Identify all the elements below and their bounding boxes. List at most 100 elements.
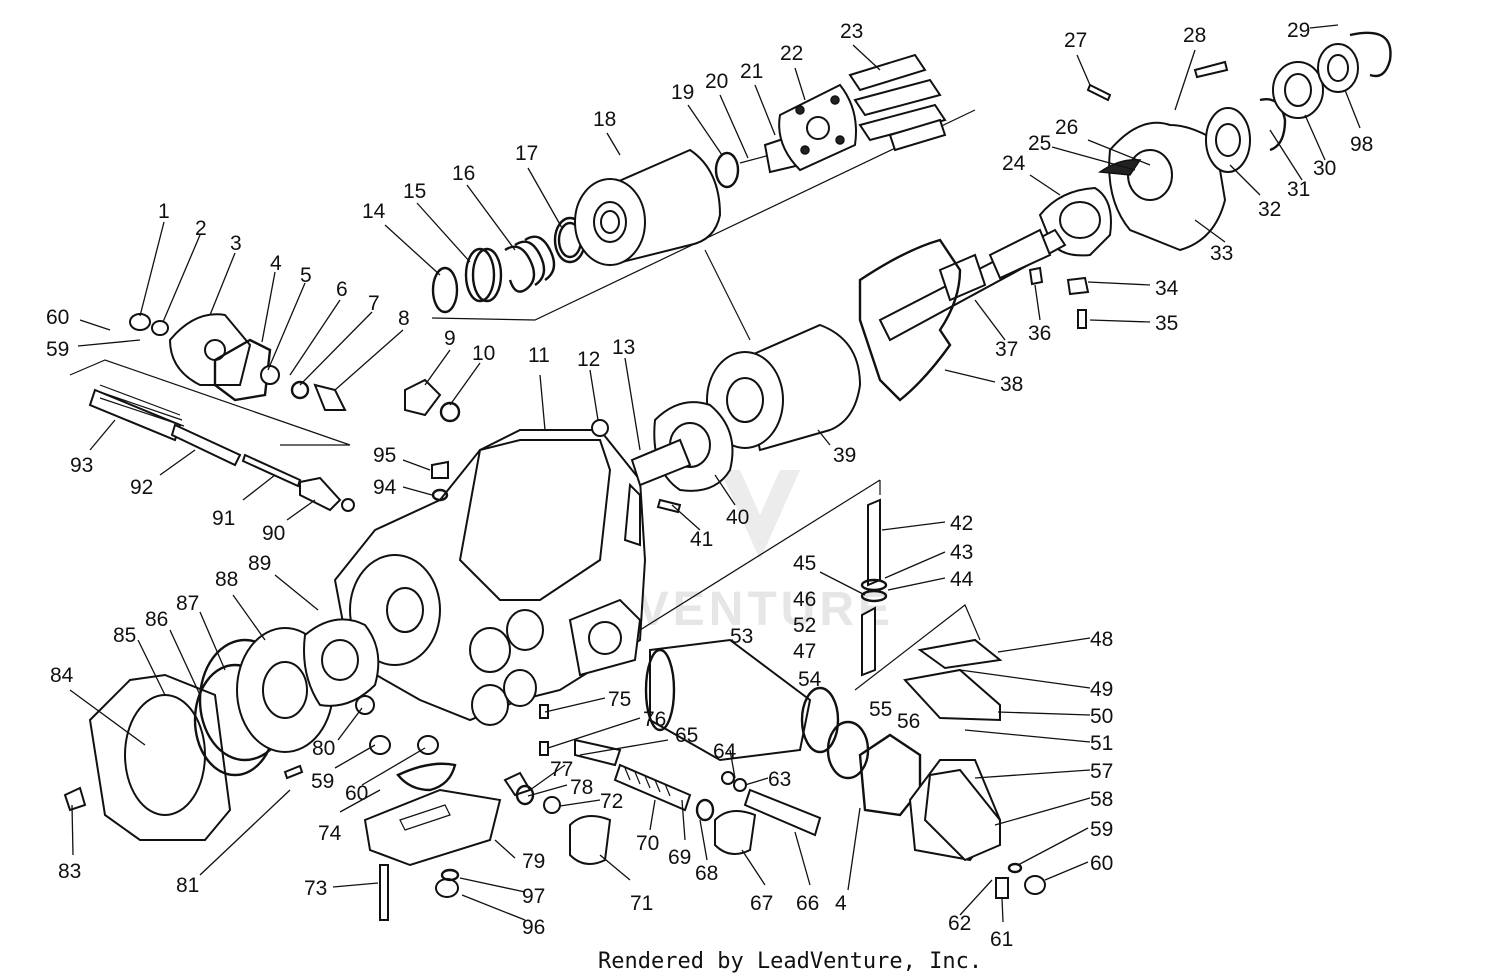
shaft-and-rotor — [630, 228, 1067, 492]
callout-74: 74 — [318, 822, 342, 845]
watermark-logo-icon — [720, 470, 800, 560]
callout-88: 88 — [215, 568, 238, 591]
callout-79: 79 — [522, 850, 545, 873]
callout-64: 64 — [713, 740, 737, 763]
callout-43: 43 — [950, 541, 973, 564]
callout-9: 9 — [444, 327, 456, 350]
callout-45: 45 — [793, 552, 816, 575]
end-cover-group — [63, 618, 439, 841]
callout-95: 95 — [373, 444, 396, 467]
callout-77: 77 — [550, 758, 573, 781]
callout-29: 29 — [1287, 19, 1310, 42]
callout-58: 58 — [1090, 788, 1113, 811]
callout-93: 93 — [70, 454, 93, 477]
leader-lines — [69, 24, 1361, 923]
callout-55: 55 — [869, 698, 892, 721]
callout-16: 16 — [452, 162, 475, 185]
group-bracket-left — [69, 359, 351, 446]
callout-61: 61 — [990, 928, 1013, 951]
callout-10: 10 — [472, 342, 495, 365]
callout-28: 28 — [1183, 24, 1206, 47]
callout-59-upper: 59 — [46, 338, 69, 361]
callout-85: 85 — [113, 624, 136, 647]
callout-60: 60 — [1090, 852, 1113, 875]
callout-56: 56 — [897, 710, 920, 733]
callout-84: 84 — [50, 664, 74, 687]
callout-17: 17 — [515, 142, 538, 165]
callout-3: 3 — [230, 232, 242, 255]
main-housing — [333, 429, 647, 726]
callout-12: 12 — [577, 348, 600, 371]
callout-75: 75 — [608, 688, 631, 711]
callout-63: 63 — [768, 768, 791, 791]
callout-40: 40 — [726, 506, 749, 529]
callout-36: 36 — [1028, 322, 1051, 345]
callout-32: 32 — [1258, 198, 1281, 221]
callout-57: 57 — [1090, 760, 1113, 783]
callout-labels: 1 2 3 4 5 6 7 8 9 10 11 12 13 14 15 16 1… — [46, 19, 1373, 951]
callout-13: 13 — [612, 336, 635, 359]
callout-7: 7 — [368, 292, 380, 315]
callout-25: 25 — [1028, 132, 1051, 155]
callout-6: 6 — [336, 278, 348, 301]
callout-72: 72 — [600, 790, 623, 813]
callout-52: 52 — [793, 614, 816, 637]
callout-80: 80 — [312, 737, 335, 760]
callout-50: 50 — [1090, 705, 1113, 728]
callout-60-lower: 60 — [345, 782, 368, 805]
callout-47: 47 — [793, 640, 816, 663]
callout-44: 44 — [950, 568, 974, 591]
callout-70: 70 — [636, 832, 659, 855]
callout-69: 69 — [668, 846, 691, 869]
callout-4-lower: 4 — [835, 892, 847, 915]
callout-1: 1 — [158, 200, 170, 223]
callout-11: 11 — [528, 344, 550, 367]
callout-5: 5 — [300, 264, 312, 287]
callout-98: 98 — [1350, 133, 1373, 156]
callout-96: 96 — [522, 916, 545, 939]
callout-2: 2 — [195, 217, 207, 240]
callout-48: 48 — [1090, 628, 1113, 651]
spring-rod-group — [88, 384, 355, 512]
callout-42: 42 — [950, 512, 973, 535]
callout-53: 53 — [730, 625, 753, 648]
callout-92: 92 — [130, 476, 153, 499]
callout-73: 73 — [304, 877, 327, 900]
lower-center-group — [363, 266, 1090, 921]
callout-59-lower: 59 — [311, 770, 334, 793]
callout-60-upper: 60 — [46, 306, 69, 329]
callout-78: 78 — [570, 776, 593, 799]
callout-71: 71 — [630, 892, 653, 915]
group-bracket-upper — [431, 109, 976, 321]
callout-81: 81 — [176, 874, 199, 897]
callout-38: 38 — [1000, 373, 1023, 396]
callout-54: 54 — [798, 668, 822, 691]
left-small-parts — [129, 313, 609, 437]
callout-34: 34 — [1155, 277, 1179, 300]
callout-30: 30 — [1313, 157, 1336, 180]
callout-19: 19 — [671, 81, 694, 104]
callout-14: 14 — [362, 200, 386, 223]
callout-89: 89 — [248, 552, 271, 575]
callout-35: 35 — [1155, 312, 1178, 335]
callout-41: 41 — [690, 528, 713, 551]
callout-18: 18 — [593, 108, 616, 131]
callout-62: 62 — [948, 912, 971, 935]
callout-20: 20 — [705, 70, 728, 93]
callout-33: 33 — [1210, 242, 1233, 265]
callout-65: 65 — [675, 724, 698, 747]
callout-15: 15 — [403, 180, 426, 203]
callout-37: 37 — [995, 338, 1018, 361]
callout-76: 76 — [643, 708, 666, 731]
callout-49: 49 — [1090, 678, 1113, 701]
callout-87: 87 — [176, 592, 199, 615]
callout-21: 21 — [740, 60, 763, 83]
callout-23: 23 — [840, 20, 863, 43]
callout-68: 68 — [695, 862, 718, 885]
callout-31: 31 — [1287, 178, 1310, 201]
callout-27: 27 — [1064, 29, 1087, 52]
callout-4: 4 — [270, 252, 282, 275]
lower-right-group — [644, 638, 1002, 862]
